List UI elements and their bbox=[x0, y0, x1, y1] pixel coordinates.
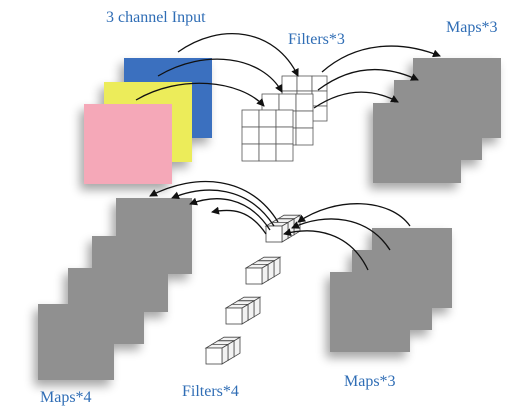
label-filters-bottom: Filters*4 bbox=[182, 383, 239, 400]
input-channels bbox=[84, 58, 212, 184]
filter-cell bbox=[295, 127, 314, 146]
filter-cell bbox=[241, 143, 260, 162]
maps-top bbox=[373, 58, 501, 183]
filter-cell bbox=[275, 126, 294, 145]
filter-cell bbox=[278, 93, 297, 112]
filter-cube-1 bbox=[264, 214, 302, 243]
filter-cell bbox=[296, 75, 313, 92]
cube-face bbox=[245, 267, 263, 285]
arrows-filters-to-maps bbox=[313, 45, 441, 109]
map-right-3 bbox=[330, 272, 410, 352]
filter-cell bbox=[275, 143, 294, 162]
arrows-input-to-filters bbox=[135, 33, 299, 107]
filter-cell bbox=[241, 109, 260, 128]
maps-bottom-right bbox=[330, 228, 452, 352]
label-maps-bottom-right: Maps*3 bbox=[344, 373, 396, 390]
filter-grids-top bbox=[241, 75, 328, 162]
label-maps-bottom-left: Maps*4 bbox=[40, 389, 92, 406]
filter-grid-3 bbox=[241, 109, 294, 162]
cube-face bbox=[225, 307, 243, 325]
filter-cell bbox=[258, 143, 277, 162]
filter-cell bbox=[295, 110, 314, 129]
map-left-4 bbox=[38, 304, 114, 380]
filter-cell bbox=[258, 126, 277, 145]
filter-cell bbox=[261, 93, 280, 112]
filter-cube-3 bbox=[224, 296, 262, 325]
filter-cube-2 bbox=[244, 256, 282, 285]
cube-face bbox=[205, 347, 223, 365]
filter-cell bbox=[275, 109, 294, 128]
filter-cell bbox=[241, 126, 260, 145]
arrows-cube-to-maps bbox=[149, 180, 279, 235]
filter-cell bbox=[281, 75, 298, 92]
channel-pink bbox=[84, 104, 172, 184]
filter-cell bbox=[258, 109, 277, 128]
filter-cell bbox=[295, 93, 314, 112]
map-top-3 bbox=[373, 103, 461, 183]
label-filters-top: Filters*3 bbox=[288, 31, 345, 48]
label-3-channel-input: 3 channel Input bbox=[106, 9, 206, 26]
maps-bottom-left bbox=[38, 198, 192, 380]
arrows-maps-to-cube bbox=[283, 203, 411, 271]
filter-cubes bbox=[204, 214, 302, 365]
filter-cell bbox=[311, 90, 328, 107]
label-maps-top: Maps*3 bbox=[446, 19, 498, 36]
filter-cube-4 bbox=[204, 336, 242, 365]
